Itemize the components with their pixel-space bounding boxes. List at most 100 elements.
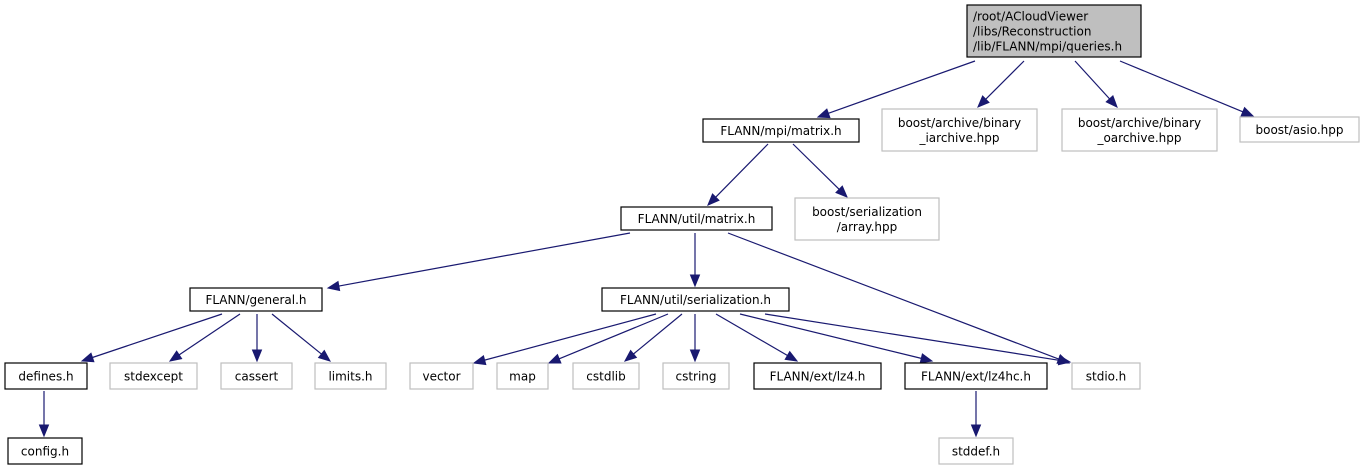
edge-util_ser-to-lz4 [715, 313, 799, 362]
node-box[interactable] [966, 4, 1142, 58]
node-stdio: stdio.h [1071, 362, 1141, 390]
node-stddef: stddef.h [938, 437, 1014, 465]
arrowhead-icon [689, 349, 701, 363]
edge-line [828, 60, 976, 114]
edge-line [1119, 60, 1244, 113]
node-box [314, 362, 387, 390]
edge-line [271, 313, 322, 355]
edge-line [715, 143, 769, 198]
edge-util_ser-to-vector [472, 313, 657, 366]
node-box [409, 362, 474, 390]
node-mpi-matrix[interactable]: FLANN/mpi/matrix.h [702, 118, 860, 143]
node-label-line: config.h [21, 445, 69, 459]
node-label-line: FLANN/ext/lz4hc.h [921, 370, 1031, 384]
node-util-ser[interactable]: FLANN/util/serialization.h [601, 287, 790, 312]
edge-general-to-defines [80, 313, 223, 363]
edge-general-to-cassert [251, 314, 263, 363]
node-label-line: stdexcept [124, 370, 183, 384]
node-box [794, 197, 940, 241]
arrowhead-icon [689, 274, 701, 288]
edge-util_matrix-to-util_ser [689, 233, 701, 288]
arrowhead-icon [977, 95, 990, 108]
edge-line [715, 313, 788, 356]
node-label-line: /lib/FLANN/mpi/queries.h [973, 40, 1122, 54]
edge-mpi_matrix-to-ser_array [792, 143, 848, 198]
node-box [1239, 116, 1360, 143]
arrowhead-icon [919, 353, 934, 364]
node-label-line: FLANN/general.h [205, 293, 306, 307]
edge-util_ser-to-cstring [689, 314, 701, 363]
node-binary-oarchive: boost/archive/binary_oarchive.hpp [1061, 108, 1218, 152]
edge-util_ser-to-cstdlib [623, 313, 683, 362]
node-box [938, 437, 1014, 465]
node-box [109, 362, 198, 390]
node-box[interactable] [702, 118, 860, 143]
node-label-line: FLANN/util/matrix.h [638, 212, 756, 226]
edge-line [558, 313, 669, 360]
edge-util_ser-to-stdio [764, 313, 1072, 366]
arrowhead-icon [970, 424, 982, 438]
arrowhead-icon [168, 350, 183, 362]
node-lz4hc[interactable]: FLANN/ext/lz4hc.h [904, 362, 1048, 390]
edge-general-to-limits [271, 313, 332, 362]
node-box [572, 362, 640, 390]
node-config[interactable]: config.h [7, 437, 83, 465]
edge-line [792, 143, 840, 190]
edge-line [92, 313, 223, 359]
arrowhead-icon [317, 349, 332, 362]
edge-mpi_matrix-to-util_matrix [707, 143, 769, 206]
node-cstring: cstring [662, 362, 730, 390]
node-label-line: _iarchive.hpp [918, 131, 999, 145]
node-ser-array: boost/serialization/array.hpp [794, 197, 940, 241]
node-box [662, 362, 730, 390]
edge-queries-to-binary_oarchive [1074, 60, 1118, 108]
node-lz4[interactable]: FLANN/ext/lz4.h [753, 362, 882, 390]
node-map: map [496, 362, 549, 390]
node-label-line: stddef.h [952, 445, 1000, 459]
node-label-line: map [509, 370, 536, 384]
edge-general-to-stdexcept [168, 313, 241, 362]
node-label-line: cstring [675, 370, 716, 384]
node-stdexcept: stdexcept [109, 362, 198, 390]
node-box[interactable] [904, 362, 1048, 390]
node-util-matrix[interactable]: FLANN/util/matrix.h [620, 206, 773, 231]
node-cassert: cassert [220, 362, 293, 390]
node-binary-iarchive: boost/archive/binary_iarchive.hpp [881, 108, 1038, 152]
node-label-line: /libs/Reconstruction [973, 25, 1091, 39]
node-label-line: boost/asio.hpp [1255, 123, 1343, 137]
node-box[interactable] [620, 206, 773, 231]
node-queries[interactable]: /root/ACloudViewer/libs/Reconstruction/l… [966, 4, 1142, 58]
arrowhead-icon [623, 349, 638, 362]
node-defines[interactable]: defines.h [4, 362, 88, 390]
edge-util_matrix-to-general [326, 232, 631, 292]
edge-queries-to-mpi_matrix [816, 60, 976, 119]
node-general[interactable]: FLANN/general.h [189, 287, 323, 312]
edge-line [484, 313, 657, 361]
edge-line [985, 60, 1025, 100]
node-label-line: cstdlib [586, 370, 625, 384]
node-asio: boost/asio.hpp [1239, 116, 1360, 143]
arrowhead-icon [251, 349, 263, 363]
nodes-layer: /root/ACloudViewer/libs/Reconstruction/l… [4, 4, 1360, 465]
arrowhead-icon [80, 352, 95, 363]
node-label-line: FLANN/mpi/matrix.h [720, 124, 841, 138]
node-label-line: boost/archive/binary [1078, 116, 1201, 130]
node-box[interactable] [7, 437, 83, 465]
edge-line [633, 313, 683, 355]
node-label-line: boost/serialization [812, 205, 922, 219]
node-box[interactable] [4, 362, 88, 390]
node-box [220, 362, 293, 390]
node-box[interactable] [601, 287, 790, 312]
node-label-line: /root/ACloudViewer [973, 10, 1088, 24]
node-box[interactable] [189, 287, 323, 312]
arrowhead-icon [1057, 355, 1072, 366]
node-box [881, 108, 1038, 152]
arrowhead-icon [1240, 106, 1255, 117]
edge-util_ser-to-map [547, 313, 669, 364]
node-box[interactable] [753, 362, 882, 390]
edge-line [727, 232, 1059, 360]
node-label-line: /array.hpp [837, 220, 897, 234]
arrowhead-icon [707, 193, 720, 206]
arrowhead-icon [835, 185, 848, 198]
